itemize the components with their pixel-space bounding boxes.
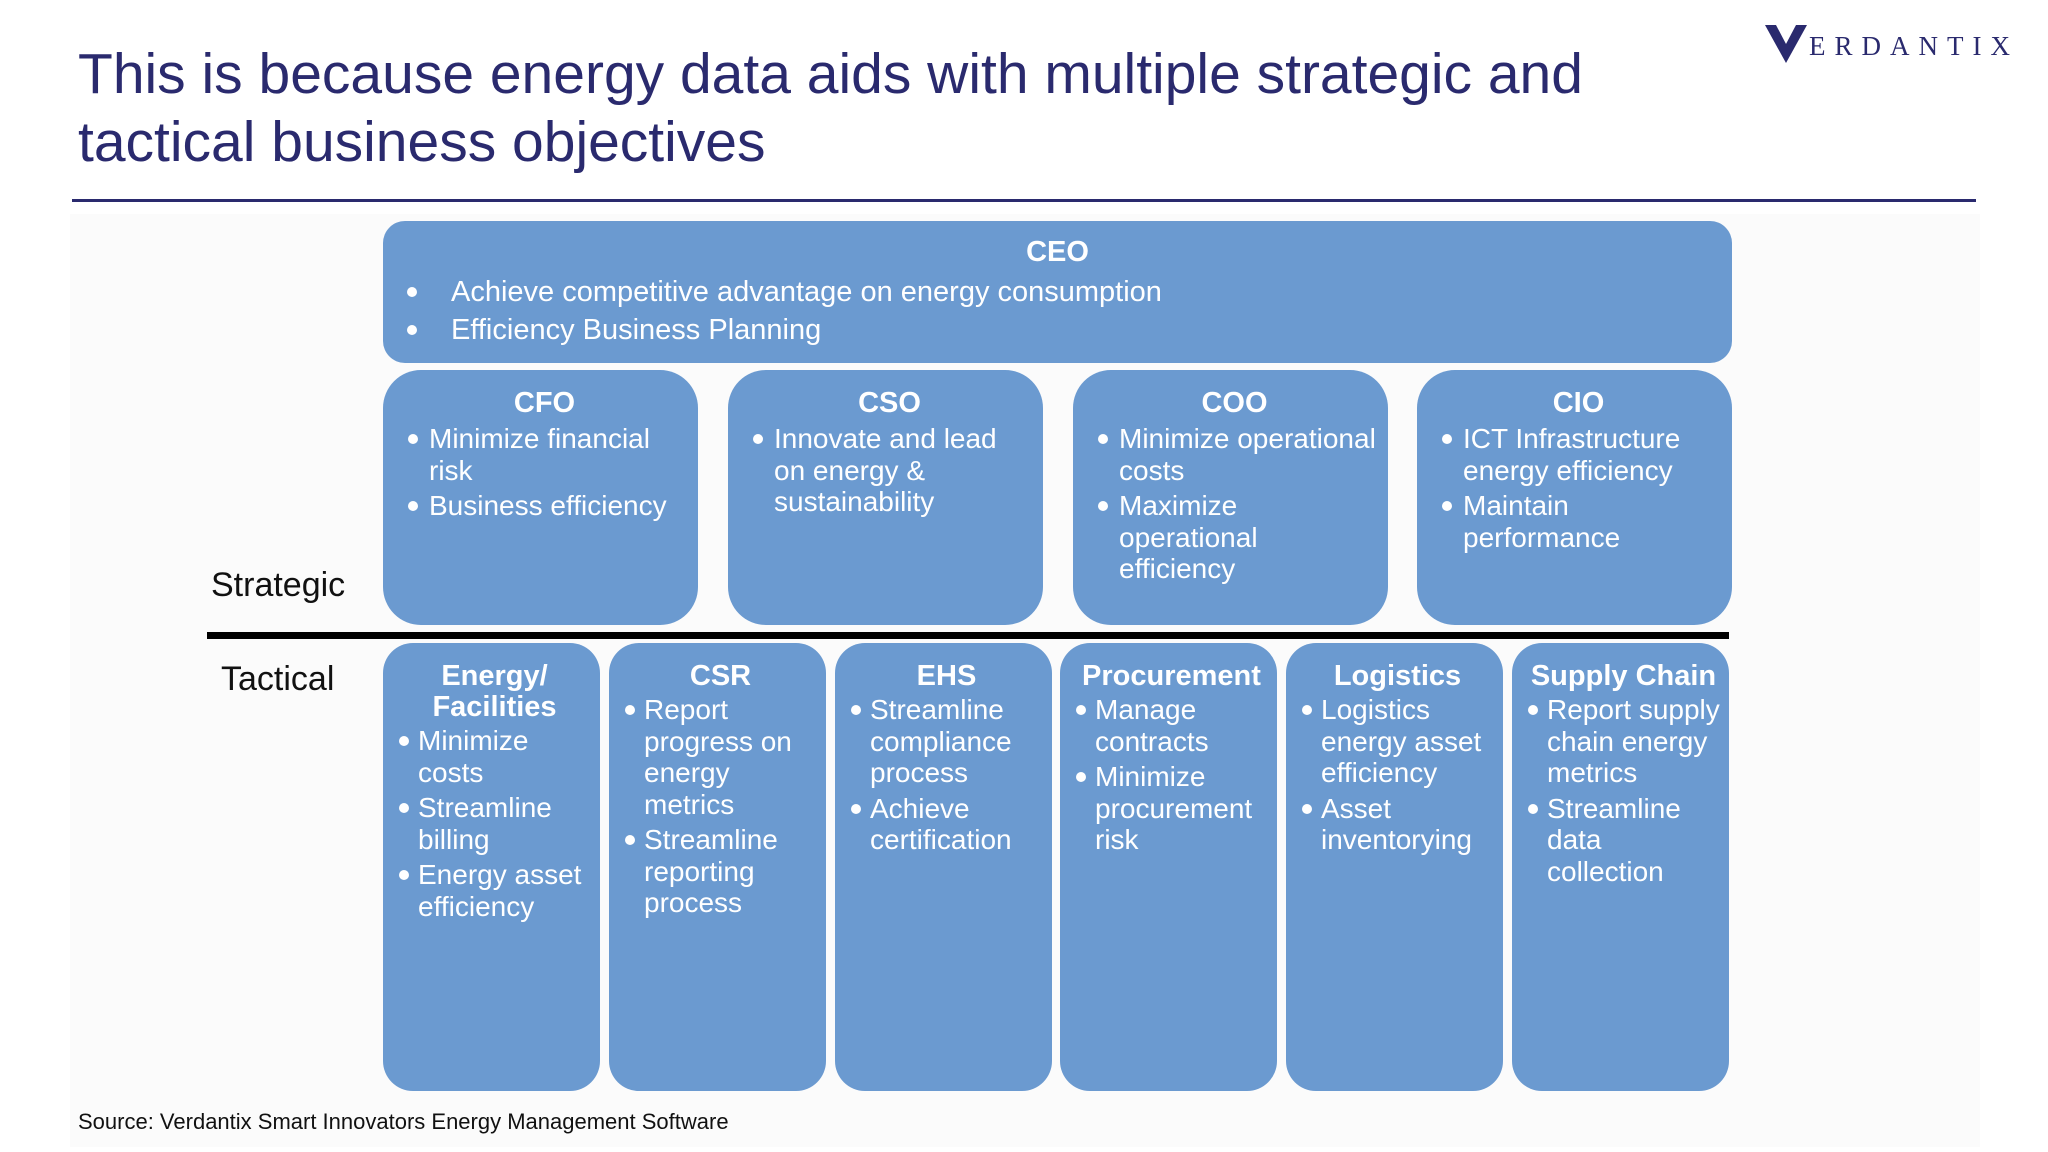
ehs-title: EHS (916, 660, 977, 692)
cio-bullets: ICT Infrastructure energy efficiency Mai… (1435, 423, 1722, 553)
bullet-item: Achieve competitive advantage on energy … (383, 274, 1732, 310)
bullet-item: Streamline reporting process (621, 824, 820, 919)
strategic-label: Strategic (211, 566, 346, 604)
strategic-tactical-divider (207, 632, 1729, 639)
source-note: Source: Verdantix Smart Innovators Energ… (78, 1109, 729, 1134)
bullet-item: Minimize costs (395, 725, 594, 788)
energy-facilities-bullets: Minimize costs Streamline billing Energy… (395, 725, 594, 922)
ceo-bullets: Achieve competitive advantage on energy … (383, 274, 1732, 348)
cfo-bullets: Minimize financial risk Business efficie… (401, 423, 688, 522)
bullet-item: Maximize operational efficiency (1091, 490, 1378, 585)
procurement-title: Procurement (1082, 660, 1261, 692)
bullet-item: Streamline billing (395, 792, 594, 855)
logistics-bullets: Logistics energy asset efficiency Asset … (1298, 694, 1497, 856)
logo-v-mark (1765, 25, 1807, 63)
bullet-item: Manage contracts (1072, 694, 1271, 757)
bullet-item: Report progress on energy metrics (621, 694, 820, 820)
bullet-item: Logistics energy asset efficiency (1298, 694, 1497, 789)
cfo-box: CFO Minimize financial risk Business eff… (383, 370, 698, 625)
logistics-box: Logistics Logistics energy asset efficie… (1286, 643, 1503, 1091)
bullet-item: Asset inventorying (1298, 793, 1497, 856)
bullet-item: Innovate and lead on energy & sustainabi… (746, 423, 1033, 518)
csr-title: CSR (689, 660, 752, 692)
bullet-item: Minimize operational costs (1091, 423, 1378, 486)
bullet-item: Achieve certification (847, 793, 1046, 856)
bullet-item: Report supply chain energy metrics (1524, 694, 1723, 789)
energy-facilities-title: Energy/ Facilities (432, 660, 557, 723)
ceo-box: CEO Achieve competitive advantage on ene… (383, 221, 1732, 363)
cio-box: CIO ICT Infrastructure energy efficiency… (1417, 370, 1732, 625)
ehs-box: EHS Streamline compliance process Achiev… (835, 643, 1052, 1091)
ceo-title: CEO (1026, 236, 1089, 268)
bullet-item: Efficiency Business Planning (383, 312, 1732, 348)
cfo-title: CFO (513, 387, 576, 419)
cso-box: CSO Innovate and lead on energy & sustai… (728, 370, 1043, 625)
verdantix-logo: ERDANTIX (1765, 18, 2019, 64)
bullet-item: Streamline data collection (1524, 793, 1723, 888)
ehs-bullets: Streamline compliance process Achieve ce… (847, 694, 1046, 856)
bullet-item: Minimize financial risk (401, 423, 688, 486)
bullet-item: Streamline compliance process (847, 694, 1046, 789)
csr-box: CSR Report progress on energy metrics St… (609, 643, 826, 1091)
logo-text: ERDANTIX (1809, 31, 2019, 61)
csr-bullets: Report progress on energy metrics Stream… (621, 694, 820, 919)
bullet-item: Minimize procurement risk (1072, 761, 1271, 856)
cio-title: CIO (1552, 387, 1605, 419)
procurement-box: Procurement Manage contracts Minimize pr… (1060, 643, 1277, 1091)
logistics-title: Logistics (1333, 660, 1462, 692)
supply-chain-bullets: Report supply chain energy metrics Strea… (1524, 694, 1723, 887)
coo-title: COO (1201, 387, 1268, 419)
bullet-item: Business efficiency (401, 490, 688, 522)
bullet-item: Energy asset efficiency (395, 859, 594, 922)
cso-title: CSO (858, 387, 921, 419)
coo-bullets: Minimize operational costs Maximize oper… (1091, 423, 1378, 585)
bullet-item: Maintain performance (1435, 490, 1722, 553)
title-divider (72, 199, 1976, 202)
coo-box: COO Minimize operational costs Maximize … (1073, 370, 1388, 625)
energy-facilities-box: Energy/ Facilities Minimize costs Stream… (383, 643, 600, 1091)
supply-chain-box: Supply Chain Report supply chain energy … (1512, 643, 1729, 1091)
supply-chain-title: Supply Chain (1530, 660, 1717, 692)
tactical-label: Tactical (221, 660, 335, 698)
slide-title: This is because energy data aids with mu… (78, 42, 1583, 174)
cso-bullets: Innovate and lead on energy & sustainabi… (746, 423, 1033, 518)
bullet-item: ICT Infrastructure energy efficiency (1435, 423, 1722, 486)
procurement-bullets: Manage contracts Minimize procurement ri… (1072, 694, 1271, 856)
